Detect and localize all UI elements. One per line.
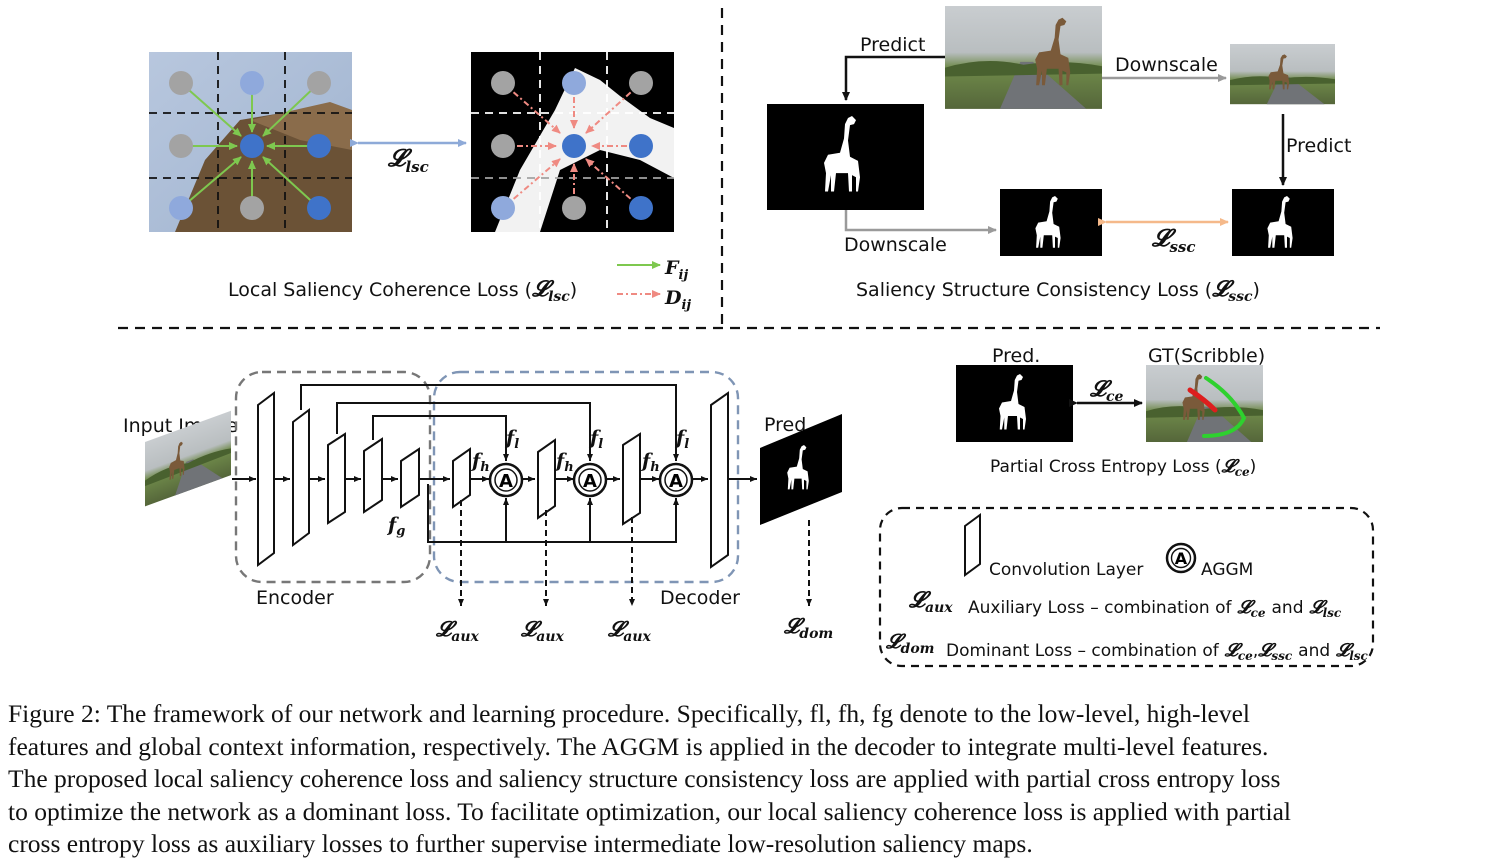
pred-output-map bbox=[760, 414, 842, 525]
node-light bbox=[491, 196, 515, 220]
decoder-box bbox=[432, 370, 740, 584]
node-gray bbox=[307, 71, 331, 95]
decoder-conv-2 bbox=[537, 438, 556, 520]
caption-line-1: Figure 2: The framework of our network a… bbox=[8, 699, 1251, 728]
legend-box: Convolution Layer A AGGM 𝓛aux Auxiliary … bbox=[878, 506, 1375, 668]
node-blue bbox=[307, 134, 331, 158]
node-gray bbox=[629, 71, 653, 95]
legend-dom-symbol: 𝓛dom bbox=[885, 629, 935, 657]
dom-loss-label: 𝓛dom bbox=[783, 613, 833, 642]
ce-loss-label: 𝓛ce bbox=[1089, 376, 1124, 405]
svg-text:A: A bbox=[583, 471, 597, 492]
downscale-arrow-bottom bbox=[844, 210, 997, 234]
node-center bbox=[240, 134, 264, 158]
node-blue bbox=[307, 196, 331, 220]
ssc-panel: Downscale Predict Downscale Predict 𝓛ssc bbox=[767, 6, 1351, 305]
caption-line-3: The proposed local saliency coherence lo… bbox=[8, 764, 1281, 793]
node-gray bbox=[491, 71, 515, 95]
decoder-conv-1 bbox=[452, 447, 471, 509]
ssc-loss-label: 𝓛ssc bbox=[1151, 223, 1195, 256]
encoder-conv-5 bbox=[400, 447, 420, 509]
saliency-patch-grid bbox=[471, 52, 674, 232]
node-gray bbox=[240, 196, 264, 220]
ce-pred-label: Pred. bbox=[992, 345, 1040, 367]
decoder-conv-3 bbox=[622, 432, 641, 526]
fg-label: fg bbox=[386, 514, 405, 539]
svg-text:A: A bbox=[499, 471, 513, 492]
pred-label: Pred. bbox=[764, 414, 812, 436]
aux-loss-label-3: 𝓛aux bbox=[607, 616, 652, 645]
downscale-label-bottom: Downscale bbox=[844, 234, 947, 256]
caption-line-4: to optimize the network as a dominant lo… bbox=[8, 796, 1292, 826]
encoder-conv-2 bbox=[292, 408, 310, 547]
fl-label-1: fl bbox=[504, 427, 519, 452]
legend-aux-symbol: 𝓛aux bbox=[908, 587, 953, 616]
fl-label-2: fl bbox=[588, 427, 603, 452]
svg-text:A: A bbox=[669, 471, 683, 492]
ce-gt-scribble bbox=[1146, 365, 1263, 442]
caption-line-2: features and global context information,… bbox=[8, 731, 1269, 761]
lsc-loss-label: 𝓛lsc bbox=[387, 143, 429, 176]
input-photo-small bbox=[1230, 44, 1335, 105]
decoder-label: Decoder bbox=[660, 587, 740, 609]
encoder-box bbox=[234, 370, 432, 584]
legend-conv-label: Convolution Layer bbox=[989, 560, 1143, 580]
legend-f-label: Fij bbox=[664, 257, 688, 283]
fh-label-3: fh bbox=[640, 450, 660, 475]
legend-conv-icon bbox=[964, 513, 981, 577]
node-gray bbox=[491, 134, 515, 158]
predict-label-right: Predict bbox=[1286, 135, 1351, 157]
caption-line-5: cross entropy loss as auxiliary losses t… bbox=[8, 829, 1033, 858]
fh-label-1: fh bbox=[470, 450, 490, 475]
ssc-title: Saliency Structure Consistency Loss (𝓛ss… bbox=[856, 276, 1260, 305]
aux-loss-label-1: 𝓛aux bbox=[435, 616, 480, 645]
node-gray bbox=[169, 71, 193, 95]
network-panel: Input Image Encoder Decoder bbox=[123, 370, 842, 645]
decoder-conv-4 bbox=[710, 391, 729, 569]
encoder-label: Encoder bbox=[256, 587, 334, 609]
svg-text:A: A bbox=[1175, 549, 1188, 568]
encoder-conv-3 bbox=[327, 432, 346, 525]
lsc-title: Local Saliency Coherence Loss (𝓛lsc) bbox=[228, 276, 577, 305]
node-blue bbox=[629, 134, 653, 158]
legend-aggm-icon: A bbox=[1165, 542, 1197, 574]
saliency-map-large bbox=[767, 104, 924, 210]
encoder-conv-1 bbox=[257, 391, 275, 567]
lsc-panel: 𝓛lsc bbox=[149, 52, 691, 313]
predict-label-left: Predict bbox=[860, 34, 925, 56]
predict-arrow-left bbox=[842, 55, 945, 101]
fh-label-2: fh bbox=[554, 450, 574, 475]
node-center bbox=[562, 134, 586, 158]
legend-d-label: Dij bbox=[664, 287, 691, 313]
fl-label-3: fl bbox=[674, 427, 689, 452]
image-patch-grid bbox=[149, 52, 352, 232]
aggm-module-2: A bbox=[572, 462, 608, 498]
node-gray bbox=[169, 134, 193, 158]
input-photo-large bbox=[945, 6, 1102, 109]
node-gray bbox=[562, 196, 586, 220]
downscale-label-top: Downscale bbox=[1115, 54, 1218, 76]
node-light bbox=[169, 196, 193, 220]
ce-title: Partial Cross Entropy Loss (𝓛ce) bbox=[990, 456, 1256, 479]
encoder-conv-4 bbox=[363, 437, 383, 514]
saliency-map-downscaled bbox=[1000, 189, 1102, 256]
aggm-module-1: A bbox=[488, 462, 524, 498]
aggm-module-3: A bbox=[658, 462, 694, 498]
node-blue bbox=[629, 196, 653, 220]
figure-caption: Figure 2: The framework of our network a… bbox=[8, 698, 1490, 861]
aux-loss-label-2: 𝓛aux bbox=[520, 616, 565, 645]
framework-diagram: 𝓛lsc bbox=[118, 6, 1380, 668]
ce-pred-map bbox=[956, 365, 1073, 442]
node-light bbox=[240, 71, 264, 95]
saliency-map-from-small bbox=[1232, 189, 1334, 256]
ce-panel: Pred. GT(Scribble) 𝓛ce Partial Cross Ent… bbox=[956, 345, 1265, 479]
node-light bbox=[562, 71, 586, 95]
ce-gt-label: GT(Scribble) bbox=[1148, 345, 1265, 367]
legend-aggm-label: AGGM bbox=[1201, 560, 1253, 580]
